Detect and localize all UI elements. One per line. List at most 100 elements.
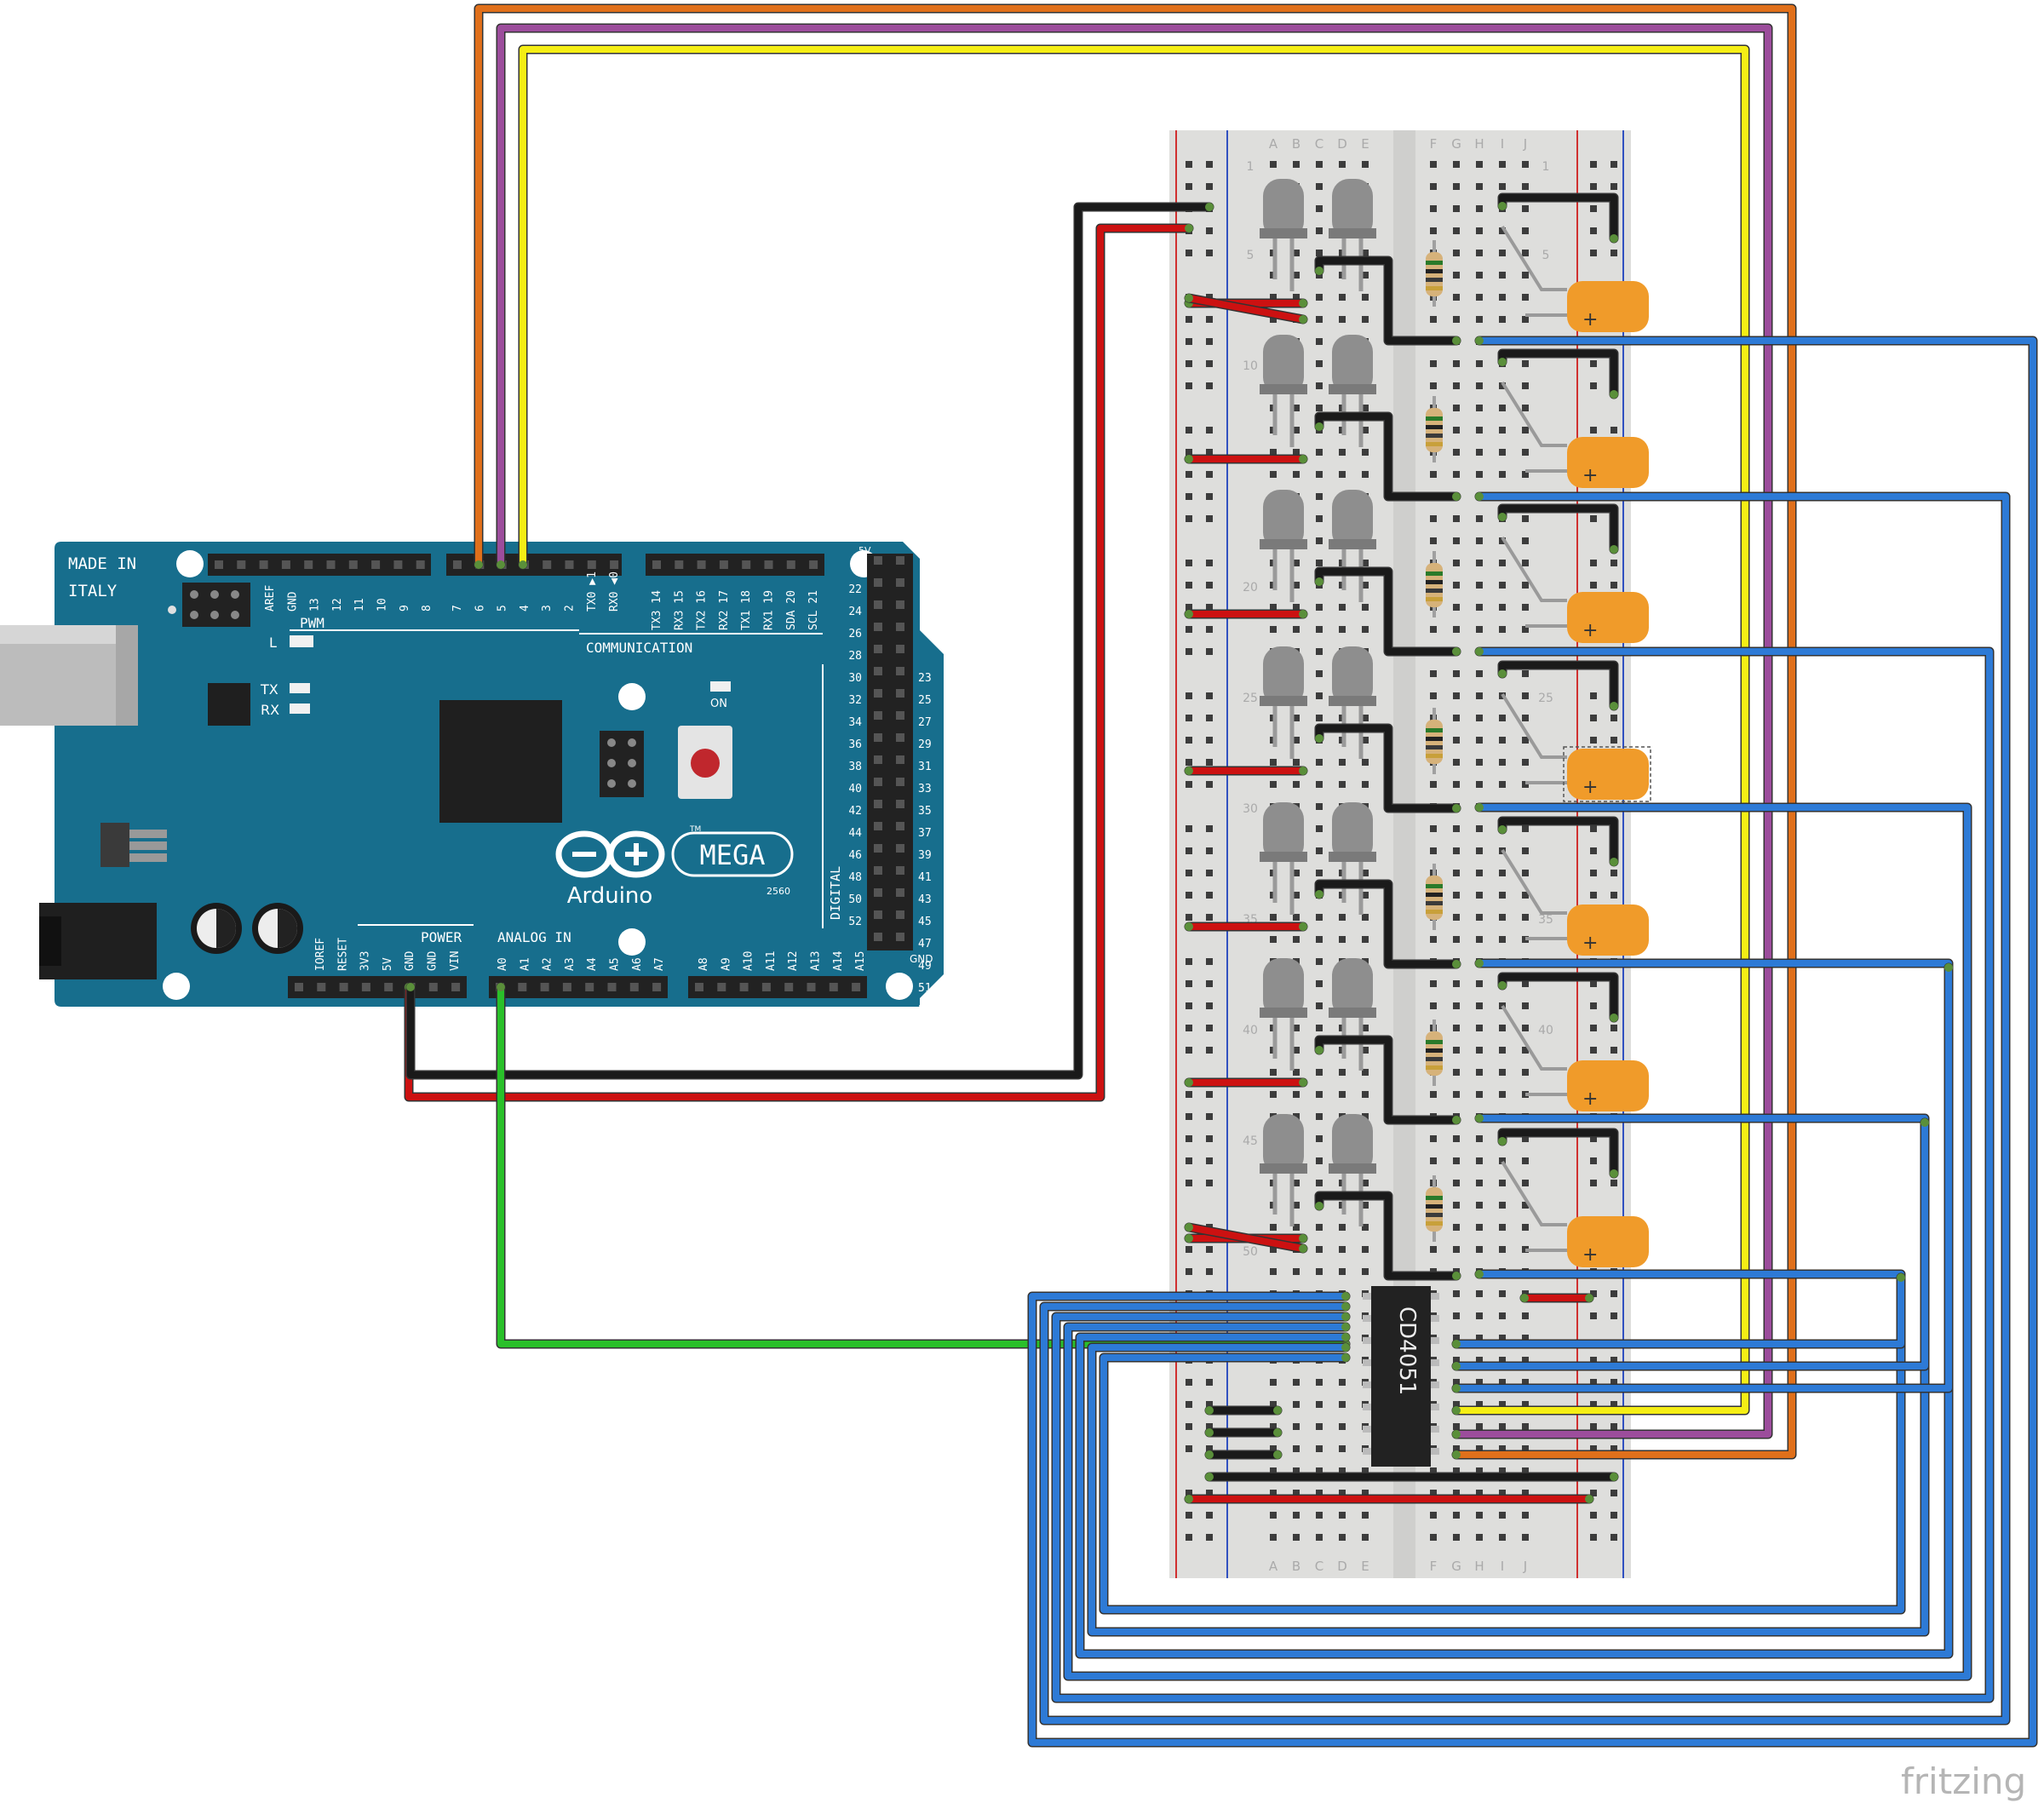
breadboard-hole: [1453, 537, 1460, 544]
rail-hole: [1186, 1180, 1192, 1186]
breadboard-hole: [1453, 1401, 1460, 1408]
breadboard-hole: [1453, 1135, 1460, 1142]
gnd-label: GND: [910, 953, 933, 965]
black-short-jumper-end: [1273, 1428, 1282, 1437]
red-jumper-end: [1185, 455, 1193, 463]
rail-hole: [1611, 1180, 1617, 1186]
breadboard-hole: [1476, 382, 1483, 389]
ir-led: [1332, 490, 1373, 549]
red-diagonal-jumper: [1186, 1224, 1306, 1252]
breadboard-hole: [1453, 604, 1460, 611]
header-pin: [786, 560, 795, 569]
rail-hole: [1611, 250, 1617, 256]
breadboard-hole: [1430, 936, 1437, 943]
breadboard-hole: [1270, 471, 1277, 478]
pin-label: 38: [848, 761, 862, 773]
col-d-label-bottom: D: [1337, 1559, 1347, 1574]
breadboard-hole: [1476, 161, 1483, 168]
rail-hole: [1206, 161, 1213, 168]
breadboard-hole: [1453, 670, 1460, 677]
breadboard-hole: [1453, 1002, 1460, 1009]
pin-label: RX2 17: [718, 590, 731, 630]
breadboard-hole: [1293, 715, 1300, 721]
ir-led: [1263, 646, 1304, 706]
rail-hole: [1590, 1312, 1597, 1319]
breadboard-hole: [1453, 316, 1460, 323]
black-jumper-end: [1452, 336, 1461, 345]
voltage-regulator: [100, 823, 129, 867]
rail-hole: [1611, 183, 1617, 190]
capacitor-leg: [1501, 848, 1567, 915]
capacitor-plus-sign: +: [1582, 1088, 1598, 1110]
rail-hole: [1206, 1047, 1213, 1054]
breadboard-hole: [1476, 405, 1483, 411]
header-pin: [896, 623, 904, 631]
rail-hole: [1590, 847, 1597, 854]
rail-hole: [1206, 914, 1213, 921]
breadboard-hole: [1316, 980, 1323, 987]
breadboard-hole: [1499, 1180, 1506, 1186]
pin-label: 13: [309, 598, 322, 612]
communication-label: COMMUNICATION: [586, 640, 692, 656]
breadboard-hole: [1362, 892, 1369, 899]
purple-wire-pin5-end: [1452, 1430, 1461, 1439]
black-rail-jumper-end: [1498, 981, 1507, 990]
capacitor-leg: [1501, 1004, 1567, 1071]
breadboard-hole: [1499, 914, 1506, 921]
capacitor-plus-sign: +: [1582, 1244, 1598, 1266]
breadboard-hole: [1499, 272, 1506, 279]
header-pin: [540, 983, 549, 991]
blue-wire-channel-6-end: [1475, 1270, 1484, 1278]
breadboard-hole: [1270, 294, 1277, 301]
rail-hole: [1186, 1423, 1192, 1430]
breadboard-hole: [1430, 1246, 1437, 1253]
pin-label: 37: [918, 827, 932, 840]
breadboard-hole: [1522, 294, 1529, 301]
breadboard-hole: [1522, 1379, 1529, 1386]
rail-hole: [1186, 958, 1192, 965]
header-pin: [896, 866, 904, 875]
red-bottom-rail-wire-end: [1585, 1495, 1593, 1503]
pin-label: 9: [399, 605, 411, 612]
purple-wire-pin5-end: [497, 560, 505, 569]
breadboard-hole: [1362, 737, 1369, 744]
blue-wire-channel-1-end: [1475, 492, 1484, 501]
rail-hole: [1590, 692, 1597, 699]
black-jumper: [1316, 568, 1460, 655]
breadboard-hole: [1476, 1025, 1483, 1031]
breadboard-hole: [1499, 1069, 1506, 1076]
resistor-band: [1426, 597, 1443, 601]
breadboard-hole: [1499, 936, 1506, 943]
breadboard-hole: [1499, 1335, 1506, 1341]
rail-hole: [1611, 1025, 1617, 1031]
breadboard-hole: [1339, 449, 1346, 456]
breadboard-hole: [1453, 1047, 1460, 1054]
breadboard-hole: [1430, 205, 1437, 212]
rail-hole: [1186, 914, 1192, 921]
breadboard-hole: [1293, 1047, 1300, 1054]
resistor-band: [1426, 269, 1443, 273]
pin-label: 36: [848, 738, 862, 751]
breadboard-hole: [1499, 1224, 1506, 1231]
orange-wire-pin6-end: [1452, 1450, 1461, 1459]
breadboard-hole: [1499, 382, 1506, 389]
breadboard-hole: [1476, 1423, 1483, 1430]
resistor-band: [1426, 416, 1443, 421]
breadboard-hole: [1453, 161, 1460, 168]
breadboard-hole: [1293, 1401, 1300, 1408]
breadboard-hole: [1499, 737, 1506, 744]
rail-hole: [1186, 737, 1192, 744]
analog-in-label: ANALOG IN: [497, 929, 571, 945]
blue-wire-channel-5-end: [1475, 1114, 1484, 1123]
pin-label: 5V: [382, 957, 394, 971]
breadboard-hole: [1430, 847, 1437, 854]
rail-hole: [1590, 161, 1597, 168]
header-pin: [874, 910, 882, 919]
pin-label: 24: [848, 606, 862, 618]
pin-label: GND: [404, 950, 416, 971]
reset-button-cap[interactable]: [691, 749, 720, 778]
5v-label: 5V: [858, 545, 871, 556]
breadboard-hole: [1293, 1069, 1300, 1076]
breadboard-hole: [1362, 427, 1369, 434]
rail-hole: [1611, 1312, 1617, 1319]
